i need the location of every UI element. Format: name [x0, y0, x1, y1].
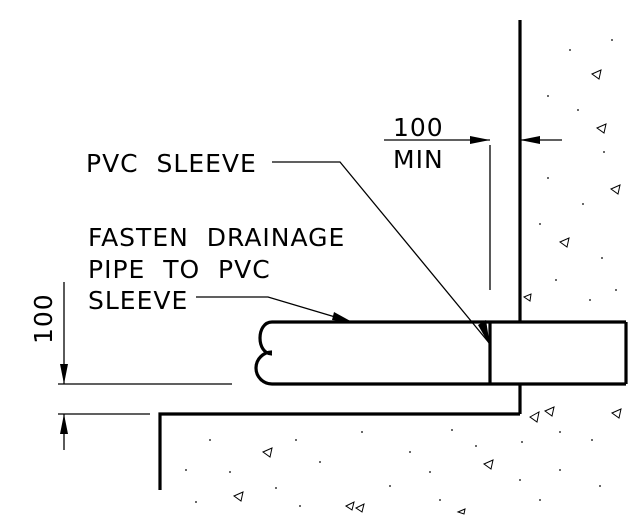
dim-top-arrow-left	[470, 136, 490, 144]
label-fasten-line1: FASTEN DRAINAGE	[88, 223, 345, 252]
dim-side-arrow-upper	[60, 364, 68, 384]
leader-pvc-sleeve	[272, 161, 491, 345]
label-fasten-line3: SLEEVE	[88, 286, 188, 315]
dim-top-value: 100	[393, 113, 444, 142]
leader-fasten	[196, 296, 353, 323]
leader-pvc-sleeve-arrow	[478, 320, 490, 346]
pipe-break-symbol	[254, 320, 273, 386]
label-pvc-sleeve: PVC SLEEVE	[86, 149, 257, 178]
dim-top-unit: MIN	[393, 145, 444, 174]
concrete-speckle-hatch	[185, 39, 617, 507]
label-fasten-line2: PIPE TO PVC	[88, 255, 271, 284]
slab-outline	[158, 412, 520, 490]
dim-side-arrow-lower	[60, 414, 68, 434]
dim-side-value: 100	[29, 293, 58, 344]
concrete-aggregate-hatch	[232, 69, 622, 515]
leader-fasten-arrow	[332, 312, 354, 323]
dim-top-arrow-right	[520, 136, 540, 144]
